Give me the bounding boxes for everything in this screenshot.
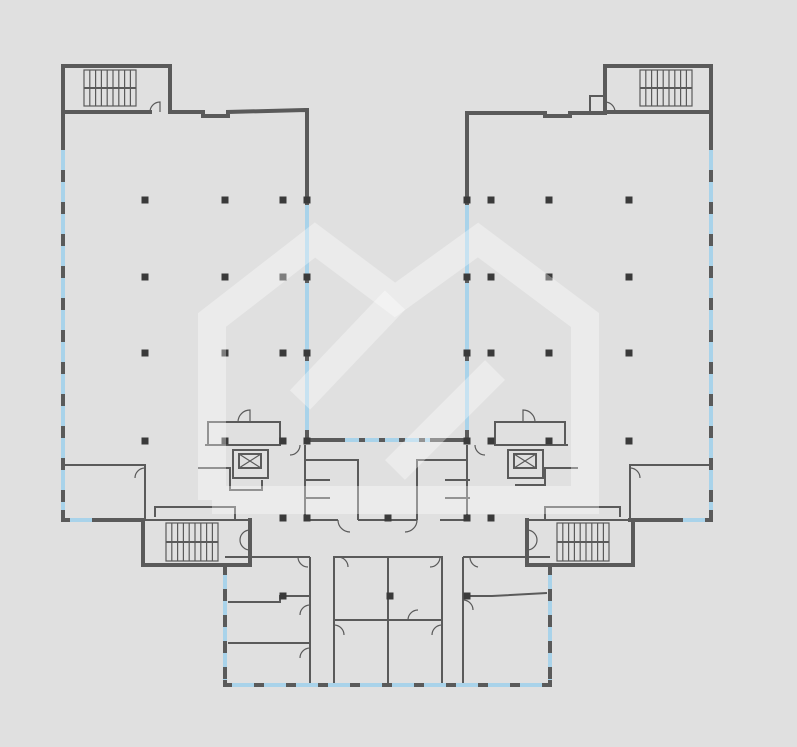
column — [279, 273, 287, 281]
column — [487, 196, 495, 204]
columns — [141, 196, 633, 600]
column — [141, 196, 149, 204]
column — [303, 273, 311, 281]
column — [487, 273, 495, 281]
column — [463, 437, 471, 445]
column — [625, 196, 633, 204]
column — [279, 349, 287, 357]
column — [303, 514, 311, 522]
column — [141, 437, 149, 445]
column — [463, 514, 471, 522]
column — [303, 349, 311, 357]
column — [141, 273, 149, 281]
column — [384, 514, 392, 522]
column — [221, 437, 229, 445]
column — [463, 196, 471, 204]
column — [487, 514, 495, 522]
column — [463, 349, 471, 357]
column — [545, 437, 553, 445]
watermark-logo — [198, 222, 599, 514]
column — [141, 349, 149, 357]
column — [487, 437, 495, 445]
column — [463, 273, 471, 281]
column — [625, 273, 633, 281]
column — [625, 437, 633, 445]
column — [221, 273, 229, 281]
column — [221, 349, 229, 357]
column — [386, 592, 394, 600]
column — [303, 437, 311, 445]
column — [279, 437, 287, 445]
column — [279, 196, 287, 204]
column — [487, 349, 495, 357]
elevator-icon — [238, 453, 537, 469]
column — [545, 273, 553, 281]
column — [279, 592, 287, 600]
column — [279, 514, 287, 522]
column — [545, 349, 553, 357]
column — [221, 196, 229, 204]
column — [303, 196, 311, 204]
door-swing-icon — [134, 95, 641, 659]
stairs-icon — [83, 69, 693, 562]
walls — [61, 64, 713, 687]
column — [463, 592, 471, 600]
column — [545, 196, 553, 204]
windows — [61, 150, 713, 687]
column — [625, 349, 633, 357]
